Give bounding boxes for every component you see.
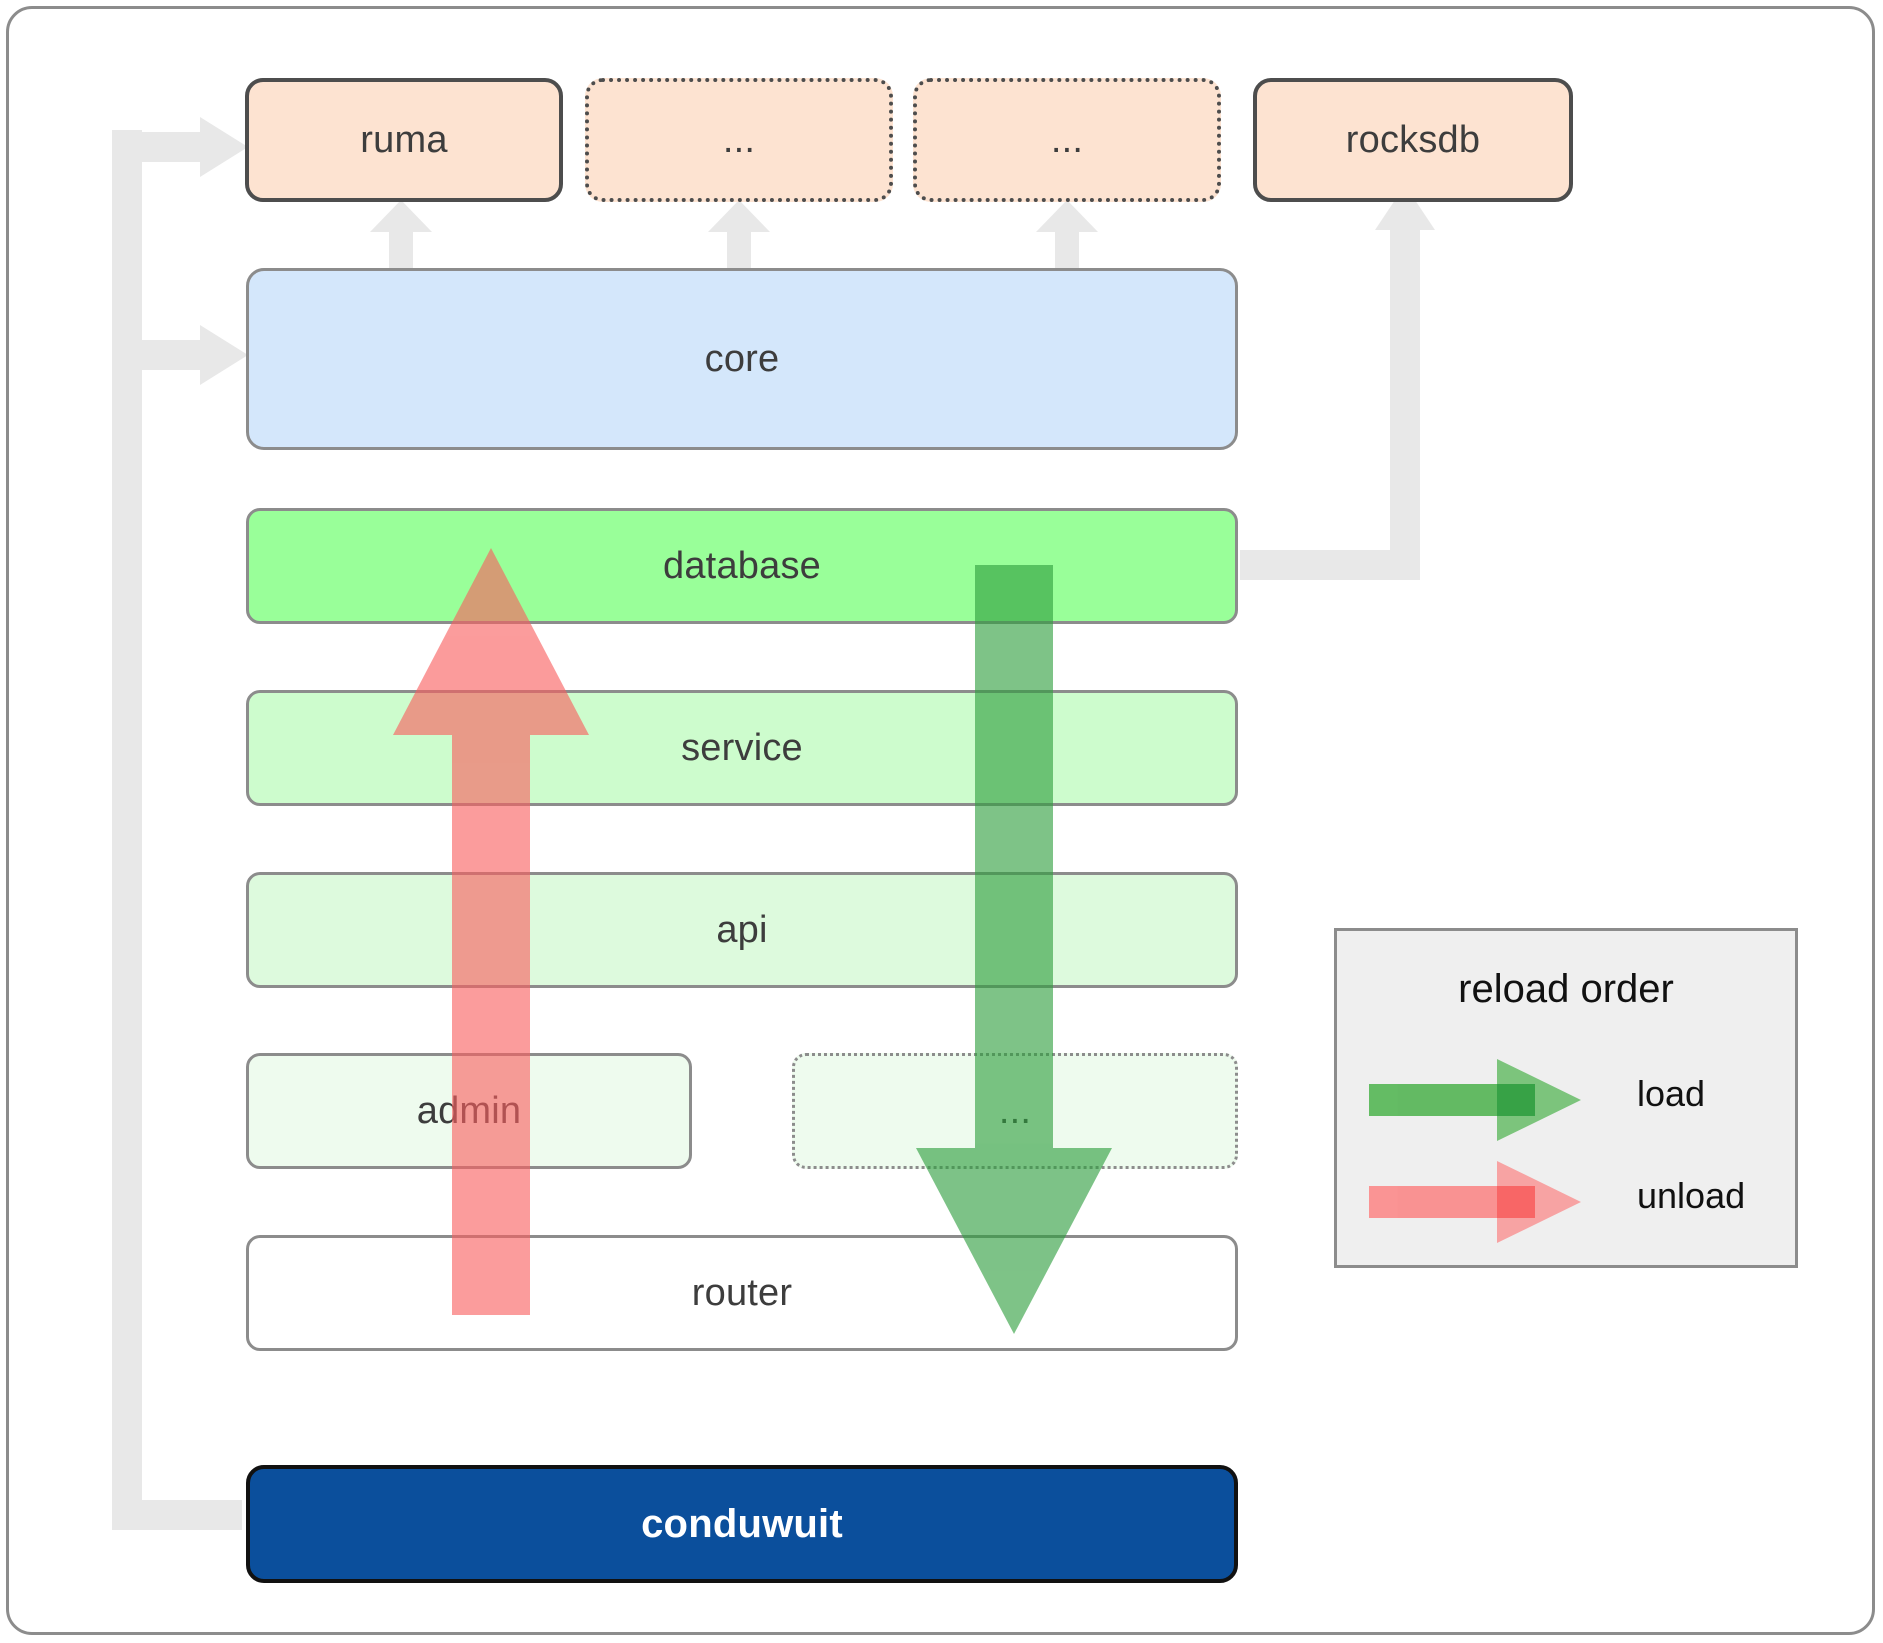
- connector-database-to-rocksdb: [1240, 185, 1435, 580]
- node-router-label: router: [691, 1271, 793, 1314]
- node-layer-placeholder-label: ...: [998, 1089, 1032, 1132]
- node-dependency-placeholder-2[interactable]: ...: [913, 78, 1221, 202]
- node-conduwuit-label: conduwuit: [641, 1501, 843, 1546]
- node-core-label: core: [704, 337, 780, 380]
- node-dependency-placeholder-1[interactable]: ...: [585, 78, 893, 202]
- node-rocksdb[interactable]: rocksdb: [1253, 78, 1573, 202]
- connector-conduwuit-trunk: [112, 117, 248, 1530]
- node-ruma[interactable]: ruma: [245, 78, 563, 202]
- legend-load-arrow: [1369, 1059, 1581, 1141]
- legend-title: reload order: [1458, 967, 1674, 1011]
- node-api-label: api: [716, 908, 768, 951]
- node-database-label: database: [663, 544, 821, 587]
- legend-load-label: load: [1637, 1073, 1706, 1114]
- node-admin[interactable]: admin: [246, 1053, 692, 1169]
- node-conduwuit[interactable]: conduwuit: [246, 1465, 1238, 1583]
- legend-reload-order: reload order load unload: [1334, 928, 1798, 1268]
- node-layer-placeholder[interactable]: ...: [792, 1053, 1238, 1169]
- node-service-label: service: [681, 726, 803, 769]
- node-dependency-placeholder-2-label: ...: [1050, 118, 1084, 161]
- node-admin-label: admin: [416, 1089, 522, 1132]
- node-dependency-placeholder-1-label: ...: [722, 118, 756, 161]
- node-service[interactable]: service: [246, 690, 1238, 806]
- legend-unload-arrow: [1369, 1161, 1581, 1243]
- node-router[interactable]: router: [246, 1235, 1238, 1351]
- node-rocksdb-label: rocksdb: [1345, 118, 1481, 161]
- legend-unload-label: unload: [1637, 1175, 1746, 1216]
- node-database[interactable]: database: [246, 508, 1238, 624]
- node-core[interactable]: core: [246, 268, 1238, 450]
- node-api[interactable]: api: [246, 872, 1238, 988]
- node-ruma-label: ruma: [360, 118, 448, 161]
